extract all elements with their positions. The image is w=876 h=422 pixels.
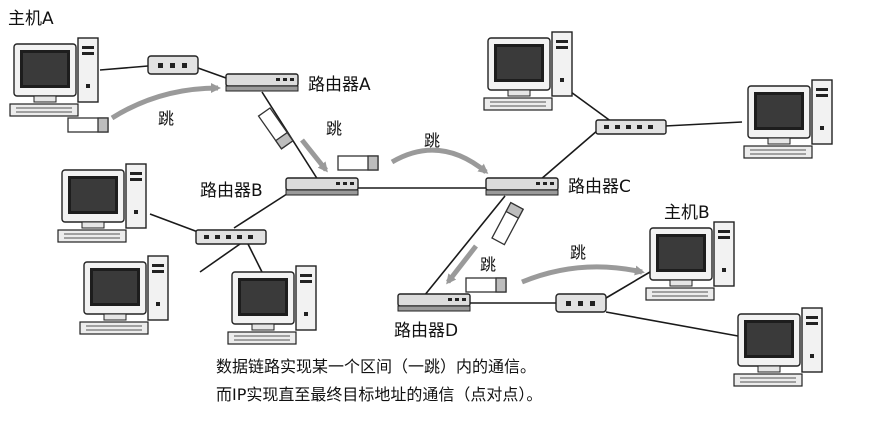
router-c-device bbox=[485, 177, 559, 196]
host-a-label: 主机A bbox=[8, 9, 54, 29]
router-a-device bbox=[225, 73, 299, 92]
hop-arrows bbox=[110, 83, 645, 285]
host-b-label: 主机B bbox=[664, 203, 710, 223]
packet-5 bbox=[465, 277, 507, 293]
hop-label-5: 跳 bbox=[570, 243, 586, 262]
network-links bbox=[99, 65, 743, 337]
router-d-label: 路由器D bbox=[394, 321, 458, 341]
computer-left-bottom-1 bbox=[79, 255, 169, 335]
router-b-label: 路由器B bbox=[200, 181, 263, 201]
packet-4 bbox=[491, 202, 524, 246]
hop-arrow-2 bbox=[300, 138, 328, 173]
computer-top-right-2 bbox=[743, 79, 833, 159]
hop-arrow-5 bbox=[521, 264, 645, 285]
hub-near-host-a bbox=[147, 55, 199, 75]
packet-1 bbox=[67, 117, 109, 133]
hop-label-4: 跳 bbox=[480, 255, 496, 274]
switch-left bbox=[195, 229, 267, 245]
packet-3 bbox=[337, 155, 379, 171]
computer-bottom-right bbox=[733, 307, 823, 387]
caption-line-1: 数据链路实现某一个区间（一跳）内的通信。 bbox=[216, 357, 536, 376]
computer-left-bottom-2 bbox=[227, 265, 317, 345]
router-d-device bbox=[397, 293, 471, 312]
caption-line-2: 而IP实现直至最终目标地址的通信（点对点）。 bbox=[216, 385, 542, 404]
switch-top-right bbox=[595, 119, 667, 135]
host-a-computer bbox=[9, 37, 99, 117]
hub-near-host-b bbox=[555, 293, 607, 313]
computer-top-right-1 bbox=[483, 31, 573, 111]
hop-arrow-1 bbox=[110, 83, 221, 121]
router-b-device bbox=[285, 177, 359, 196]
computer-left-middle bbox=[57, 163, 147, 243]
hop-label-1: 跳 bbox=[158, 109, 174, 128]
hop-arrow-3 bbox=[390, 147, 489, 174]
router-a-label: 路由器A bbox=[308, 75, 371, 95]
hop-label-2: 跳 bbox=[326, 119, 342, 138]
router-c-label: 路由器C bbox=[568, 177, 631, 197]
hop-arrow-4 bbox=[446, 244, 478, 285]
host-b-computer bbox=[645, 221, 735, 301]
hop-label-3: 跳 bbox=[424, 131, 440, 150]
